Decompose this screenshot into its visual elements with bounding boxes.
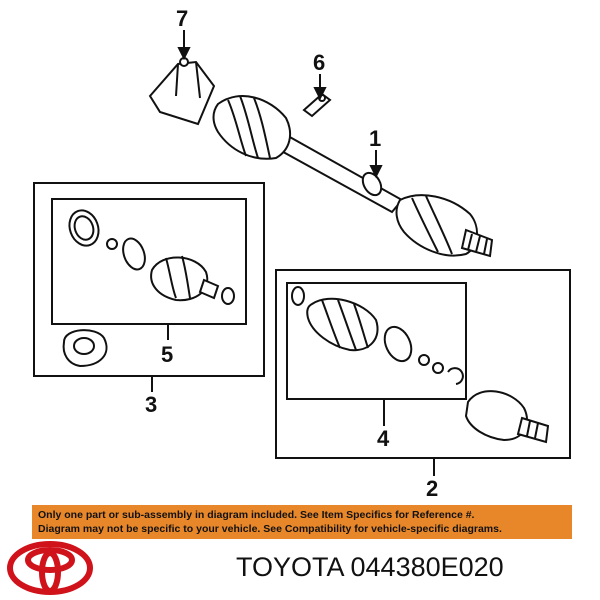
callout-1: 1 <box>369 126 381 151</box>
snap-ring <box>432 362 444 374</box>
toyota-logo-icon <box>7 541 93 595</box>
boot-rib <box>253 97 271 159</box>
inner-boot <box>150 256 209 302</box>
outer-boot <box>306 297 379 352</box>
retaining-clip <box>302 92 332 118</box>
callout-3: 3 <box>145 392 157 417</box>
spline-line <box>483 238 488 255</box>
box-part-2 <box>275 269 571 459</box>
joint-stub <box>516 416 550 444</box>
inner-joint-kit <box>68 209 235 305</box>
housing-bore <box>73 337 95 355</box>
box-part-4 <box>286 282 467 400</box>
arrow-head-7 <box>177 47 191 61</box>
boot-clamp <box>122 237 146 271</box>
arrow-head-1 <box>369 165 383 179</box>
outer-joint-kit <box>291 286 464 385</box>
spline-line <box>475 235 481 253</box>
bracket-edge <box>175 63 179 97</box>
damper-ring <box>361 171 383 197</box>
callout-2: 2 <box>426 476 438 501</box>
bracket-edge <box>195 61 201 99</box>
snap-ring <box>106 238 118 250</box>
callout-4: 4 <box>377 426 390 451</box>
clip-body <box>302 92 332 118</box>
boot-rib <box>165 257 177 299</box>
small-clamp <box>291 286 305 306</box>
seal-ring-inner <box>73 215 95 241</box>
callout-6: 6 <box>313 50 325 75</box>
boot-rib <box>181 255 191 299</box>
box-part-3 <box>33 182 265 377</box>
disclaimer-line-1: Only one part or sub-assembly in diagram… <box>38 509 475 521</box>
outer-cv-joint <box>464 390 550 444</box>
disclaimer-line-2: Diagram may not be specific to your vehi… <box>38 523 502 535</box>
boot-rib <box>227 99 247 157</box>
shaft-bar <box>274 134 404 214</box>
callout-7: 7 <box>176 6 188 31</box>
boot-rib <box>239 95 259 159</box>
spline-line <box>526 420 531 437</box>
spline-line <box>467 233 473 251</box>
snap-ring <box>418 354 430 366</box>
drive-shaft-assembly <box>212 95 494 258</box>
arrow-head-6 <box>313 87 327 101</box>
boot-rib <box>353 303 369 349</box>
circlip <box>447 367 464 385</box>
box-part-5 <box>51 198 247 325</box>
disclaimer-banner: Only one part or sub-assembly in diagram… <box>32 505 572 539</box>
boot-neck <box>198 278 220 300</box>
boot-rib <box>321 299 341 349</box>
inner-cv-boot <box>212 95 292 160</box>
leader-lines <box>151 30 435 476</box>
spline-line <box>534 422 539 439</box>
boot-rib <box>411 197 439 253</box>
callout-5: 5 <box>161 342 173 367</box>
boot-rib <box>425 195 453 255</box>
boot-clamp <box>383 325 413 363</box>
boot-rib <box>337 299 357 351</box>
bracket-body <box>148 60 216 126</box>
small-clamp <box>221 287 235 305</box>
bracket-housing <box>148 57 216 126</box>
part-number-label: TOYOTA 044380E020 <box>236 552 504 582</box>
inner-joint-housing <box>62 329 108 368</box>
